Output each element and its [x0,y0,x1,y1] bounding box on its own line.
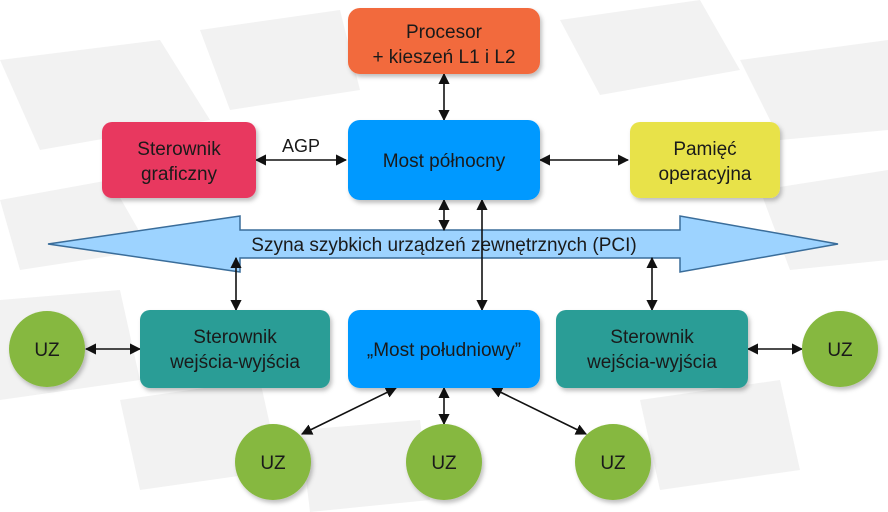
connectors [84,72,804,435]
uz-device-bottom-1: UZ [235,424,311,500]
io-controller-right-box [556,310,748,388]
southbridge-uz-1-link [300,387,398,435]
southbridge-uz-3-link [490,387,588,435]
north-bridge-node: Most północny [348,120,540,200]
south-bridge-node: „Most południowy” [348,310,540,388]
io-controller-left-box [140,310,330,388]
memory-box [630,122,780,198]
io-controller-right-label-line1: Sterownik [610,327,694,348]
uz-device-bottom-3-circle [575,424,651,500]
pci-bus-label: Szyna szybkich urządzeń zewnętrznych (PC… [251,235,636,256]
memory-label-line2: operacyjna [659,164,752,185]
io-controller-left-label-line2: wejścia-wyjścia [169,352,300,373]
uz-device-left: UZ [9,311,85,387]
uz-device-bottom-2: UZ [406,424,482,500]
io-controller-right-label-line2: wejścia-wyjścia [586,352,717,373]
graphics-controller-label-line2: graficzny [141,164,218,185]
memory-node: Pamięć operacyjna [630,122,780,198]
uz-device-right: UZ [802,311,878,387]
io-controller-right-node: Sterownik wejścia-wyjścia [556,310,748,388]
io-controller-left-node: Sterownik wejścia-wyjścia [140,310,330,388]
uz-device-left-label: UZ [34,340,60,361]
processor-node: Procesor + kieszeń L1 i L2 [348,8,540,74]
agp-label: AGP [282,136,320,156]
io-controller-left-label-line1: Sterownik [193,327,277,348]
uz-device-bottom-1-label: UZ [260,453,286,474]
uz-device-bottom-3: UZ [575,424,651,500]
pci-bus: Szyna szybkich urządzeń zewnętrznych (PC… [47,215,839,273]
uz-device-bottom-1-circle [235,424,311,500]
memory-label-line1: Pamięć [673,139,736,160]
uz-device-bottom-3-label: UZ [600,453,626,474]
south-bridge-label: „Most południowy” [367,340,521,361]
south-bridge-box [348,310,540,388]
graphics-controller-box [102,122,256,198]
uz-device-bottom-2-label: UZ [431,453,457,474]
processor-label-line2: + kieszeń L1 i L2 [372,47,515,68]
processor-box [348,8,540,74]
uz-device-bottom-2-circle [406,424,482,500]
uz-device-right-label: UZ [827,340,853,361]
graphics-controller-node: Sterownik graficzny [102,122,256,198]
uz-device-right-circle [802,311,878,387]
north-bridge-label: Most północny [383,151,506,172]
north-bridge-box [348,120,540,200]
processor-label-line1: Procesor [406,22,483,43]
uz-device-left-circle [9,311,85,387]
graphics-controller-label-line1: Sterownik [137,139,221,160]
